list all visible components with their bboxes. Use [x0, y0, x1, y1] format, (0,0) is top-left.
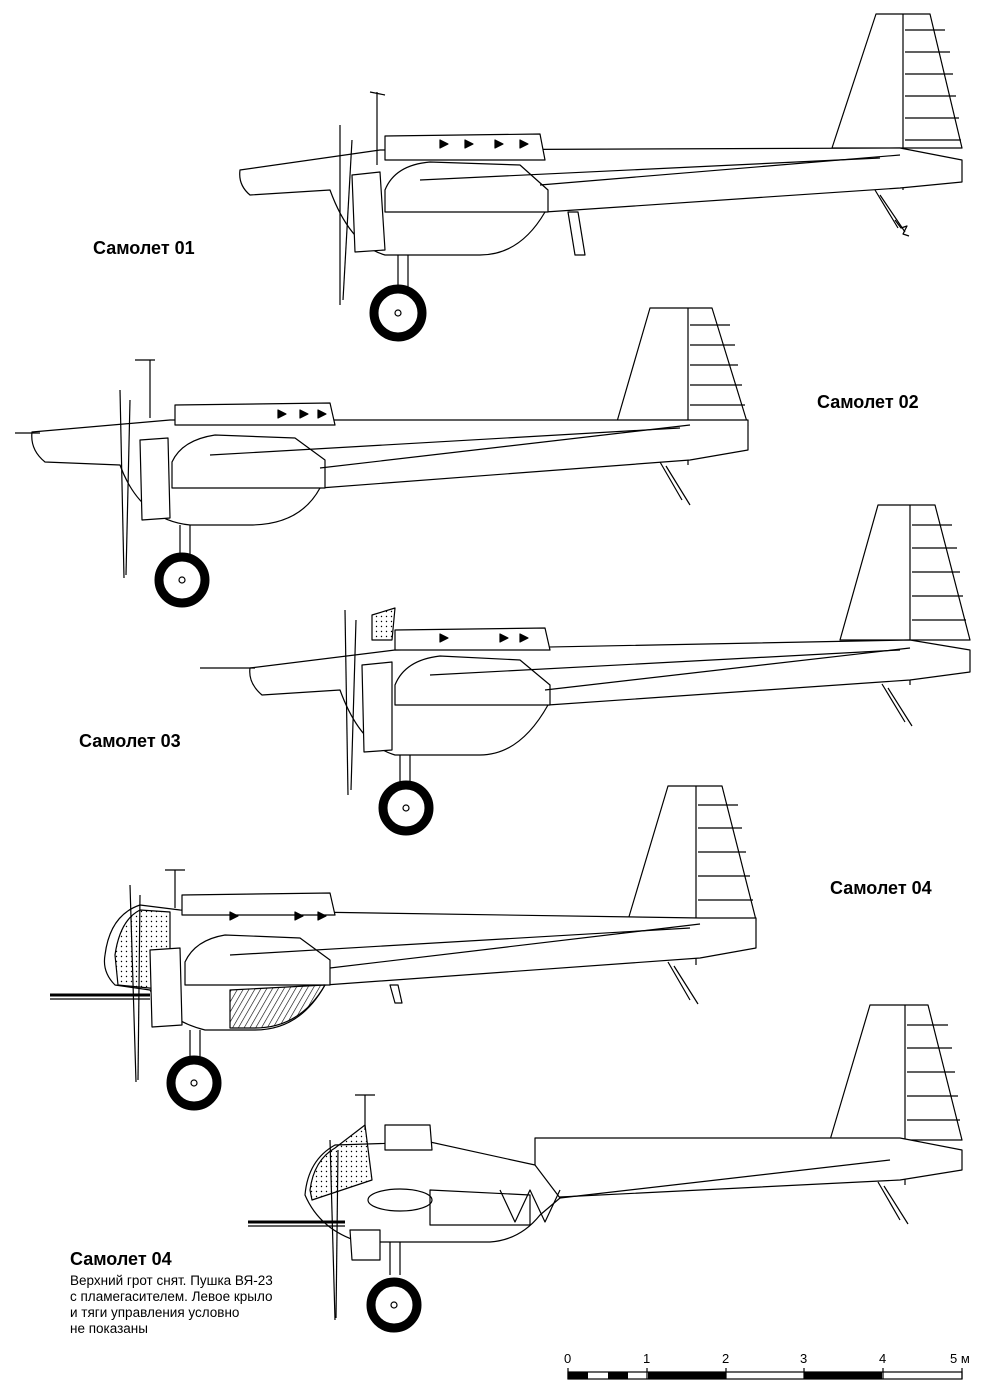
scale-tick-label: 0 [564, 1351, 572, 1366]
aircraft-02-drawing [15, 307, 749, 608]
cutaway-caption: Верхний грот снят. Пушка ВЯ-23 с пламега… [70, 1273, 273, 1337]
caption-line: не показаны [70, 1321, 148, 1336]
scale-segment [648, 1372, 726, 1379]
aircraft-04-label: Самолет 04 [830, 878, 932, 898]
scale-tick-label: 4 [879, 1351, 887, 1366]
scale-segment [568, 1372, 588, 1379]
aircraft-03-drawing [200, 504, 971, 836]
scale-segment [608, 1372, 628, 1379]
scale-tick-label: 1 [643, 1351, 651, 1366]
aircraft-02-label: Самолет 02 [817, 392, 919, 412]
caption-line: и тяги управления условно [70, 1305, 240, 1320]
aircraft-03-label: Самолет 03 [79, 731, 181, 751]
caption-line: с пламегасителем. Левое крыло [70, 1289, 273, 1304]
aircraft-01-label: Самолет 01 [93, 238, 195, 258]
scale-tick-label: 5 м [950, 1351, 970, 1366]
scale-segment [804, 1372, 882, 1379]
aircraft-04-cutaway-label: Самолет 04 [70, 1249, 172, 1269]
caption-line: Верхний грот снят. Пушка ВЯ-23 [70, 1273, 273, 1288]
scale-bar [567, 1368, 963, 1380]
aircraft-04-cutaway-drawing [248, 1004, 963, 1333]
aircraft-01-drawing [239, 13, 963, 342]
scale-tick-label: 2 [722, 1351, 730, 1366]
aircraft-04-drawing [50, 785, 757, 1111]
scale-tick-label: 3 [800, 1351, 808, 1366]
